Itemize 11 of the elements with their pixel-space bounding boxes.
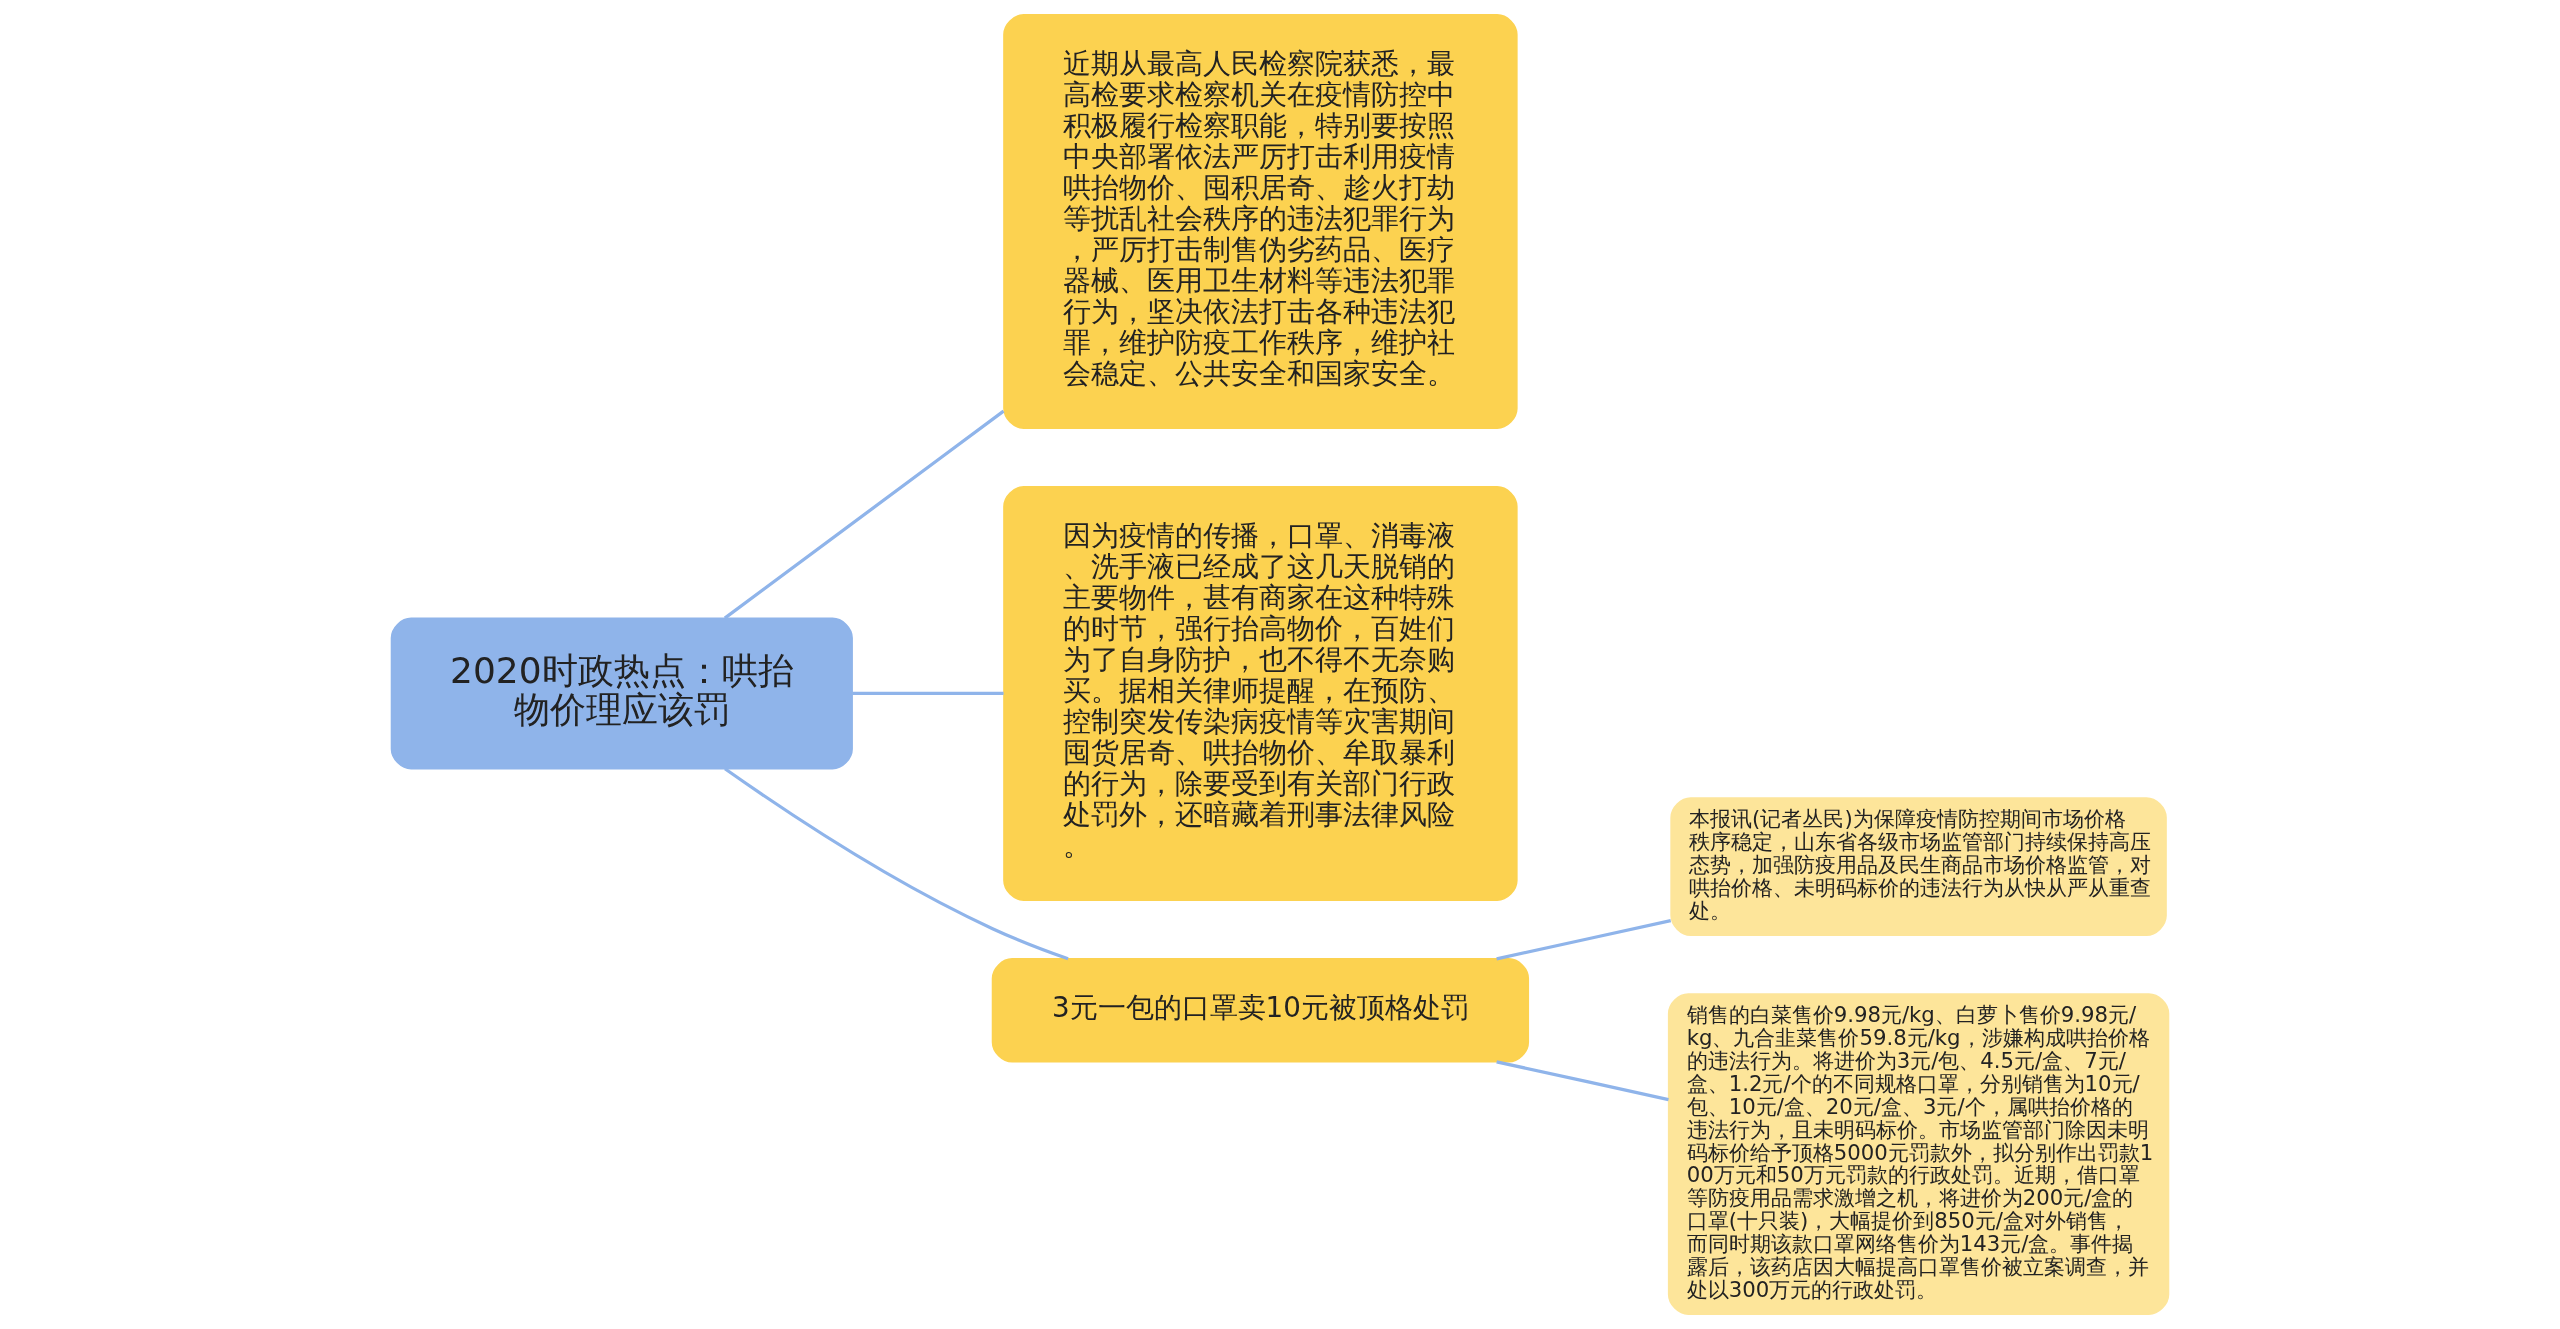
node-box: 本报讯(记者丛民)为保障疫情防控期间市场价格秩序稳定，山东省各级市场监管部门持续保持高压态势，加强防疫用品及民生商品市场价格监管，对哄抬价格、未明码标价的违法行为从快从严从重查处。 [1670, 797, 2167, 936]
node-box: 3元一包的口罩卖10元被顶格处罚 [991, 958, 1530, 1063]
node-box: 销售的白菜售价9.98元/kg、白萝卜售价9.98元/kg、九合韭菜售价59.8元/kg，涉嫌构成哄抬价格的违法行为。将进价为3元/包、4.5元/盒、7元/盒、1.2元/个的不同规格口罩，分别销售为10元/包、10元/盒、20元/盒、3元/个，属哄抬价格的违法行为，且未明码标价。市场监管部门除因未明码标价给予顶格5000元罚款外，拟分别作出罚款100万元和50万元罚款的行政处罚。近期，借口罩等防疫用品需求激增之机，将进价为200元/盒的口罩(十只装)，大幅提价到850元/盒对外销售，而同时期该款口罩网络售价为143元/盒。事件揭露后，该药店因大幅提高口罩售价被立案调查，并处以300万元的行政处罚。 [1667, 993, 2170, 1315]
node-box: 2020时政热点：哄抬物价理应该罚 [390, 617, 853, 770]
node-box: 因为疫情的传播，口罩、消毒液、洗手液已经成了这几天脱销的主要物件，甚有商家在这种特殊的时节，强行抬高物价，百姓们为了自身防护，也不得不无奈购买。据相关律师提醒，在预防、控制突发传染病疫情等灾害期间囤货居奇、哄抬物价、牟取暴利的行为，除要受到有关部门行政处罚外，还暗藏着刑事法律风险。 [1003, 486, 1518, 901]
connector [724, 767, 1069, 961]
connector [1496, 919, 1672, 961]
node-box: 近期从最高人民检察院获悉，最高检要求检察机关在疫情防控中积极履行检察职能，特别要按照中央部署依法严厉打击利用疫情哄抬物价、囤积居奇、趁火打劫等扰乱社会秩序的违法犯罪行为，严厉打击制售伪劣药品、医疗器械、医用卫生材料等违法犯罪行为，坚决依法打击各种违法犯罪，维护防疫工作秩序，维护社会稳定、公共安全和国家安全。 [1003, 14, 1518, 429]
connector [852, 691, 1004, 696]
connector [723, 409, 1005, 620]
connector [1496, 1060, 1669, 1102]
